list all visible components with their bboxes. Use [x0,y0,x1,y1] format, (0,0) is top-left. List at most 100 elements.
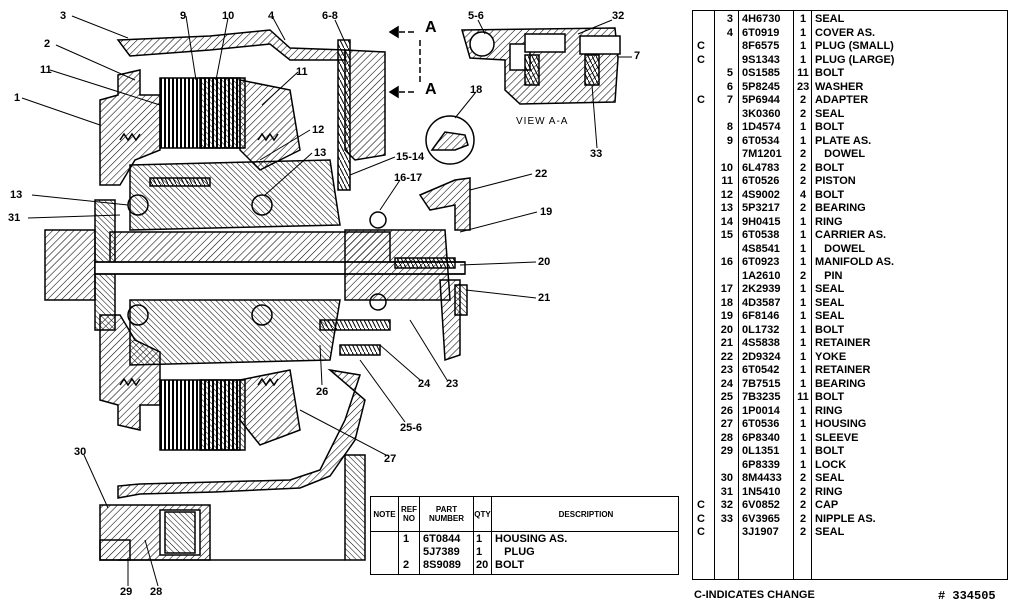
qty-cell: 2 [799,161,807,174]
description-cell: PLUG (SMALL) [815,40,894,52]
description-cell: SLEEVE [815,431,859,444]
note-cell: C [697,512,705,525]
ref-no-cell: 12 [720,188,733,201]
qty-cell: 1 [476,546,483,558]
qty-cell: 1 [799,53,807,66]
part-number-cell: 0L1351 [742,445,780,457]
qty-cell: 1 [799,310,807,322]
header-note: NOTE [373,509,396,519]
qty-cell: 1 [476,533,483,545]
ref-no-cell: 27 [720,418,733,430]
qty-cell: 1 [799,134,807,147]
description-cell: SEAL [815,296,845,309]
housing-right-block [344,49,386,161]
qty-cell: 11 [797,67,809,79]
part-number-cell: 6T0538 [742,229,780,241]
ref-no-cell: 8 [726,121,733,133]
bolt-6-8 [337,39,351,191]
view-a-a-label: VIEW A-A [516,116,569,127]
callout-2: 2 [44,38,51,50]
qty-cell: 1 [799,242,807,255]
part-number-cell: 0L1732 [742,323,780,336]
housing-parts-table: NOTE REF NO PART NUMBER QTY DESCRIPTION … [370,496,679,575]
qty-cell: 1 [799,283,807,295]
part-number-cell: 3K0360 [742,107,781,120]
ref-no-cell: 19 [720,310,733,322]
qty-cell: 1 [799,215,807,228]
description-cell: SEAL [815,13,845,25]
illustration-number: # 334505 [938,589,996,603]
callout-13-lower: 13 [10,189,23,201]
qty-cell: 1 [799,323,807,336]
callout-4: 4 [268,10,275,22]
callout-16-17: 16-17 [394,172,423,184]
qty-cell: 2 [799,269,807,282]
description-cell: DOWEL [815,242,866,255]
description-cell: BOLT [815,445,845,457]
description-cell: PLUG (LARGE) [815,53,895,66]
part-number-cell: 1N5410 [742,485,781,498]
part-number-cell: 6F8146 [742,310,780,322]
part-number-cell: 6V3965 [742,512,780,525]
qty-cell: 2 [799,107,807,120]
part-number-cell: 6T0526 [742,175,780,187]
ref-no-cell: 4 [726,26,733,39]
description-cell: BOLT [815,67,845,79]
qty-cell: 2 [799,202,807,214]
callout-32: 32 [612,10,625,22]
part-number-cell: 1D4574 [742,121,781,133]
qty-cell: 2 [799,472,807,484]
part-number-cell: 6T0542 [742,364,780,376]
note-cell: C [697,40,705,52]
description-cell: RING [815,404,843,417]
description-cell: WASHER [815,80,864,93]
callout-22: 22 [535,168,548,180]
description-cell: BOLT [495,559,525,571]
ref-no-cell: 23 [720,364,733,376]
exploded-parts-diagram [21,15,632,587]
header-part-number: PART NUMBER [428,505,465,523]
qty-cell: 2 [799,94,807,106]
callout-28: 28 [150,586,163,598]
description-cell: PLUG [495,546,535,558]
description-cell: SEAL [815,472,845,484]
ref-no-cell: 18 [720,296,733,309]
qty-cell: 1 [799,350,807,363]
callout-20: 20 [538,256,551,268]
qty-cell: 1 [799,418,807,430]
part-number-cell: 6T0534 [742,134,780,147]
note-cell: C [697,53,705,66]
ref-no-cell: 7 [726,94,733,106]
ref-no-cell: 17 [720,283,733,295]
description-cell: ADAPTER [815,94,869,106]
ref-no-cell: 24 [720,377,733,390]
cover-top [116,29,346,61]
callout-5-6: 5-6 [468,10,484,22]
part-number-cell: 5P3217 [742,202,780,214]
ref-no-cell: 21 [720,337,733,349]
part-number-cell: 1A2610 [742,269,781,282]
callout-27: 27 [384,453,397,465]
callout-18: 18 [470,84,483,96]
ref-no-cell: 2 [403,559,410,571]
part-number-cell: 3J1907 [742,526,779,538]
qty-cell: 11 [797,391,809,403]
description-cell: BEARING [815,377,866,390]
